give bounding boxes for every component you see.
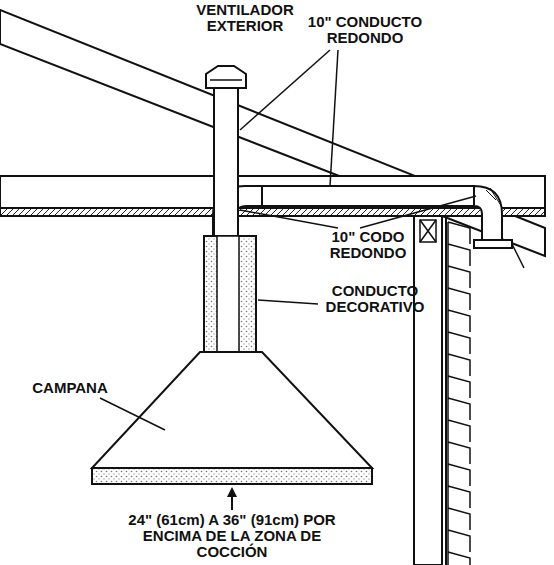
clapboard [448, 530, 470, 552]
elbow-label: 10" CODO REDONDO [308, 229, 428, 261]
ceiling-joist [0, 176, 545, 208]
clapboard [448, 486, 470, 508]
roof [0, 10, 545, 256]
height-note: 24" (61cm) A 36" (91cm) POR ENCIMA DE LA… [108, 512, 356, 561]
clapboard [448, 552, 470, 565]
wall-cap [474, 240, 512, 248]
round-elbow [474, 186, 502, 240]
round-duct [214, 88, 238, 236]
clapboard [448, 222, 470, 244]
ceiling [0, 208, 545, 216]
clapboard [448, 354, 470, 376]
siding [448, 222, 470, 565]
wall-stud [414, 216, 442, 565]
exterior-vent [206, 66, 246, 88]
clapboard [448, 398, 470, 420]
hood-base [92, 468, 372, 484]
leader-line [100, 50, 476, 430]
clapboard [448, 420, 470, 442]
clapboard [448, 442, 470, 464]
clapboard [448, 464, 470, 486]
duct-label: 10" CONDUCTO REDONDO [300, 14, 430, 46]
clapboard [448, 244, 470, 266]
clapboard [448, 332, 470, 354]
clapboard [448, 288, 470, 310]
range-hood [92, 352, 372, 468]
decorative-duct [204, 236, 256, 352]
clapboard [448, 508, 470, 530]
height-arrow [227, 487, 237, 510]
decorative-duct-label: CONDUCTO DECORATIVO [320, 283, 430, 315]
clapboard [448, 310, 470, 332]
clapboard [448, 376, 470, 398]
vent-label: VENTILADOR EXTERIOR [170, 2, 320, 34]
hood-label: CAMPANA [20, 380, 120, 396]
clapboard [448, 266, 470, 288]
round-duct [262, 186, 474, 206]
